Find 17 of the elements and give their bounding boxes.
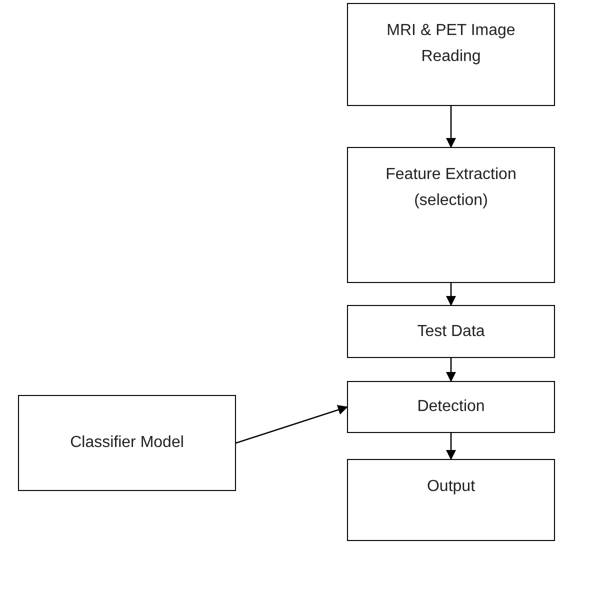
- process-box: [347, 3, 555, 106]
- box-label: MRI & PET Image Reading: [386, 21, 516, 67]
- process-box: [347, 147, 555, 283]
- arrow: [446, 283, 456, 306]
- arrow: [446, 106, 456, 148]
- arrow: [446, 433, 456, 460]
- box-label: Output: [426, 477, 476, 497]
- process-box: [347, 305, 555, 358]
- box-label: Classifier Model: [69, 433, 185, 453]
- process-box: [18, 395, 236, 491]
- arrow: [446, 358, 456, 382]
- arrow: [236, 405, 348, 444]
- box-label: Test Data: [416, 322, 486, 342]
- process-box: [347, 381, 555, 433]
- process-box: [347, 459, 555, 541]
- box-label: Feature Extraction (selection): [384, 165, 518, 211]
- box-label: Detection: [416, 397, 486, 417]
